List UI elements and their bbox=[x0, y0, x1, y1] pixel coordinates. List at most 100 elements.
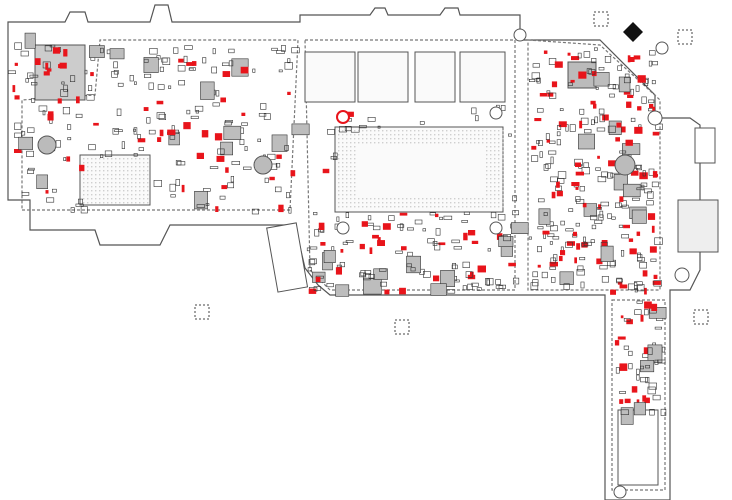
component-highlighted bbox=[574, 162, 581, 168]
flex-connector bbox=[266, 222, 309, 293]
component bbox=[117, 82, 124, 87]
component bbox=[20, 50, 29, 57]
component bbox=[359, 125, 367, 129]
component bbox=[153, 180, 162, 187]
bga-ball-grid bbox=[83, 130, 504, 208]
component bbox=[588, 69, 596, 75]
component bbox=[471, 107, 477, 115]
component bbox=[368, 273, 375, 279]
component bbox=[228, 48, 235, 54]
component bbox=[648, 306, 667, 319]
component-highlighted bbox=[399, 212, 408, 216]
component bbox=[565, 124, 569, 132]
component bbox=[88, 144, 96, 151]
component bbox=[615, 367, 620, 374]
component bbox=[88, 85, 93, 91]
component bbox=[500, 105, 506, 112]
component bbox=[211, 66, 217, 74]
component bbox=[339, 261, 345, 268]
component bbox=[536, 108, 544, 113]
component bbox=[379, 268, 387, 272]
component bbox=[462, 261, 470, 269]
component-highlighted bbox=[240, 66, 249, 74]
component bbox=[55, 140, 61, 148]
component bbox=[651, 80, 656, 85]
component bbox=[28, 167, 35, 171]
component bbox=[307, 267, 313, 272]
component bbox=[264, 177, 269, 183]
component-highlighted bbox=[651, 225, 655, 233]
mounting-hole-icon bbox=[253, 155, 273, 175]
component-highlighted bbox=[43, 71, 50, 76]
component bbox=[660, 408, 667, 416]
component bbox=[194, 105, 204, 112]
fiducials bbox=[194, 11, 709, 335]
component bbox=[549, 241, 553, 245]
component bbox=[619, 150, 627, 154]
component bbox=[18, 136, 34, 150]
component-highlighted bbox=[156, 100, 164, 105]
component bbox=[276, 50, 285, 54]
component bbox=[643, 309, 649, 316]
component bbox=[327, 129, 335, 135]
component-highlighted bbox=[616, 122, 622, 128]
component bbox=[552, 236, 560, 240]
component-highlighted bbox=[157, 137, 162, 142]
component bbox=[600, 201, 610, 207]
component bbox=[308, 259, 316, 266]
component bbox=[143, 58, 149, 63]
component bbox=[550, 176, 558, 183]
component bbox=[611, 216, 616, 220]
component bbox=[410, 267, 416, 272]
component bbox=[186, 109, 191, 115]
component-highlighted bbox=[220, 97, 226, 103]
component bbox=[631, 209, 647, 224]
component-highlighted bbox=[647, 213, 656, 220]
component-highlighted bbox=[47, 113, 54, 121]
component bbox=[622, 183, 641, 198]
component bbox=[435, 228, 441, 236]
component bbox=[575, 222, 580, 227]
cpu-bga bbox=[334, 126, 504, 213]
component bbox=[617, 65, 623, 71]
component-highlighted bbox=[636, 399, 640, 403]
component bbox=[194, 191, 208, 210]
component bbox=[647, 386, 656, 395]
component bbox=[543, 164, 549, 171]
component bbox=[579, 256, 586, 261]
usb-c-connector bbox=[677, 199, 719, 253]
component-highlighted bbox=[598, 204, 602, 210]
component bbox=[70, 207, 75, 213]
component bbox=[86, 94, 95, 101]
component bbox=[407, 251, 413, 257]
component bbox=[593, 72, 610, 87]
component bbox=[620, 407, 634, 425]
component-highlighted bbox=[433, 276, 437, 281]
component bbox=[284, 61, 293, 70]
component bbox=[133, 127, 138, 135]
component bbox=[546, 90, 551, 94]
component bbox=[657, 359, 666, 364]
component bbox=[604, 55, 612, 63]
component bbox=[548, 150, 557, 155]
component bbox=[162, 57, 171, 66]
component bbox=[29, 74, 39, 78]
component bbox=[209, 166, 219, 169]
component-highlighted bbox=[644, 287, 647, 295]
component bbox=[89, 45, 105, 58]
memory-chip-1 bbox=[304, 51, 356, 103]
component-highlighted bbox=[636, 231, 641, 236]
component bbox=[599, 210, 604, 218]
component bbox=[62, 107, 71, 115]
component bbox=[550, 156, 554, 165]
component bbox=[287, 58, 291, 64]
component bbox=[159, 66, 164, 72]
component bbox=[148, 82, 154, 90]
component-highlighted bbox=[181, 184, 185, 193]
component bbox=[607, 172, 613, 179]
component-highlighted bbox=[572, 231, 577, 237]
component bbox=[596, 127, 606, 132]
component-highlighted bbox=[537, 264, 541, 268]
component bbox=[21, 192, 30, 196]
component bbox=[549, 92, 557, 99]
